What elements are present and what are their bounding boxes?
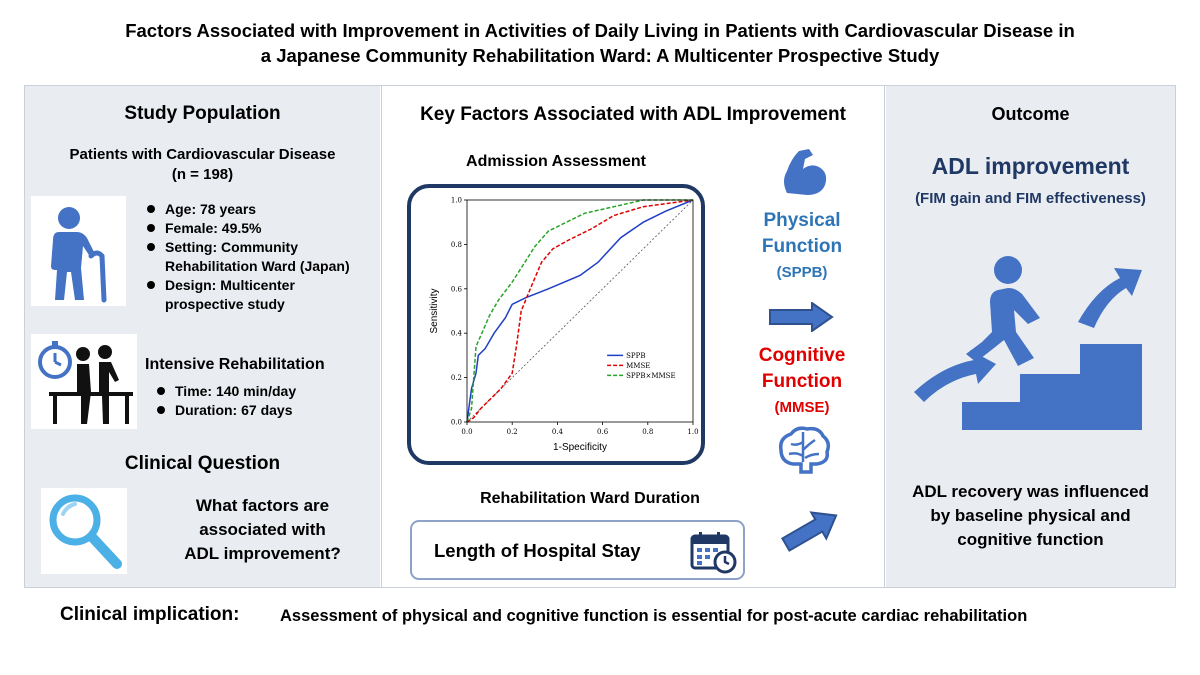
- rehab-heading: Intensive Rehabilitation: [145, 356, 325, 373]
- title-line-1: Factors Associated with Improvement in A…: [125, 20, 1075, 41]
- rehab-icon: [31, 334, 137, 429]
- legend-label: SPPB: [626, 352, 645, 360]
- conclusion-text: ADL recovery was influenced by baseline …: [886, 480, 1175, 552]
- fim-sub-label: (FIM gain and FIM effectiveness): [915, 190, 1146, 207]
- population-group-text: Patients with Cardiovascular Disease: [69, 146, 336, 163]
- roc-line-mmse: [466, 199, 694, 423]
- bullet-design: Design: Multicenter prospective study: [145, 276, 377, 314]
- physical-line-2: Function: [761, 236, 843, 257]
- cognitive-line-3: (MMSE): [774, 399, 830, 416]
- x-tick-label: 0.0: [461, 428, 472, 436]
- y-tick-label: 0.8: [451, 241, 462, 249]
- admission-assessment-label: Admission Assessment: [466, 153, 646, 170]
- roc-chart-frame: 0.0 0.2 0.4 0.6 0.8 1.0 0.0 0.2 0.4 0.6 0.8 1.0 1-Sp…: [407, 184, 705, 465]
- roc-line-sppb-mmse: [466, 199, 693, 423]
- y-tick-label: 0.2: [451, 374, 462, 382]
- y-tick-label: 1.0: [451, 197, 462, 205]
- stopwatch-icon: [38, 341, 72, 379]
- key-factors-heading: Key Factors Associated with ADL Improvem…: [420, 104, 846, 125]
- physical-line-3: (SPPB): [776, 264, 828, 281]
- x-tick-label: 0.6: [597, 428, 609, 436]
- adl-improvement-label: ADL improvement: [931, 153, 1130, 179]
- elderly-walker-icon: [31, 196, 126, 306]
- clinical-question-heading: Clinical Question: [124, 453, 281, 474]
- bullet-setting: Setting: Community Rehabilitation Ward (…: [145, 238, 377, 276]
- legend-label: MMSE: [626, 362, 650, 370]
- length-of-stay-label: Length of Hospital Stay: [434, 540, 641, 561]
- bullet-age: Age: 78 years: [145, 200, 377, 219]
- x-tick-label: 0.8: [642, 428, 653, 436]
- implication-label: Clinical implication:: [60, 604, 240, 625]
- question-line-1: What factors are: [195, 496, 330, 515]
- plot-frame: [466, 199, 694, 423]
- y-tick-label: 0.6: [451, 285, 463, 293]
- page-title: Factors Associated with Improvement in A…: [0, 18, 1200, 68]
- population-bullets: Age: 78 years Female: 49.5% Setting: Com…: [145, 200, 377, 314]
- bullet-duration: Duration: 67 days: [155, 401, 375, 420]
- cognitive-line-1: Cognitive: [758, 345, 846, 366]
- calendar-clock-icon: [690, 530, 738, 574]
- conclusion-line-1: ADL recovery was influenced: [912, 482, 1149, 501]
- y-axis-label: Sensitivity: [429, 288, 440, 333]
- legend-label: SPPB×MMSE: [626, 372, 675, 380]
- y-tick-label: 0.0: [451, 419, 462, 427]
- x-tick-label: 1.0: [687, 428, 698, 436]
- bullet-female: Female: 49.5%: [145, 219, 377, 238]
- brain-icon: [775, 424, 833, 474]
- rehab-assist-icon: [49, 345, 133, 424]
- conclusion-line-3: cognitive function: [957, 530, 1104, 549]
- reference-diagonal: [466, 199, 694, 423]
- ward-duration-label: Rehabilitation Ward Duration: [480, 490, 700, 507]
- stairs-climb-icon: [910, 250, 1150, 430]
- study-population-heading: Study Population: [124, 103, 281, 124]
- magnifier-icon: [41, 488, 127, 574]
- question-line-2: associated with: [199, 520, 326, 539]
- physical-line-1: Physical: [763, 210, 841, 231]
- implication-text: Assessment of physical and cognitive fun…: [280, 607, 1028, 625]
- right-panel: [886, 86, 1175, 587]
- title-line-2: a Japanese Community Rehabilitation Ward…: [260, 45, 940, 66]
- question-line-3: ADL improvement?: [184, 544, 341, 563]
- cognitive-function-label: Cognitive Function (MMSE): [742, 343, 862, 421]
- cognitive-line-2: Function: [761, 371, 843, 392]
- arrow-up-right-icon: [778, 505, 844, 555]
- y-tick-label: 0.4: [451, 330, 463, 338]
- length-of-stay-box: Length of Hospital Stay: [410, 520, 745, 580]
- bullet-time: Time: 140 min/day: [155, 382, 375, 401]
- x-axis-label: 1-Specificity: [553, 442, 607, 453]
- roc-line-sppb: [466, 199, 694, 423]
- population-group: Patients with Cardiovascular Disease (n …: [25, 145, 380, 185]
- rehab-bullets: Time: 140 min/day Duration: 67 days: [155, 382, 375, 420]
- roc-chart: 0.0 0.2 0.4 0.6 0.8 1.0 0.0 0.2 0.4 0.6 0.8 1.0 1-Sp…: [429, 197, 699, 454]
- outcome-heading: Outcome: [991, 104, 1070, 124]
- x-tick-label: 0.4: [552, 428, 564, 436]
- population-n: (n = 198): [171, 166, 234, 183]
- arrow-right-icon: [768, 301, 834, 333]
- physical-function-label: Physical Function (SPPB): [742, 208, 862, 286]
- x-tick-label: 0.2: [507, 428, 518, 436]
- clinical-question-text: What factors are associated with ADL imp…: [145, 494, 380, 566]
- muscle-arm-icon: [777, 145, 832, 200]
- conclusion-line-2: by baseline physical and: [930, 506, 1131, 525]
